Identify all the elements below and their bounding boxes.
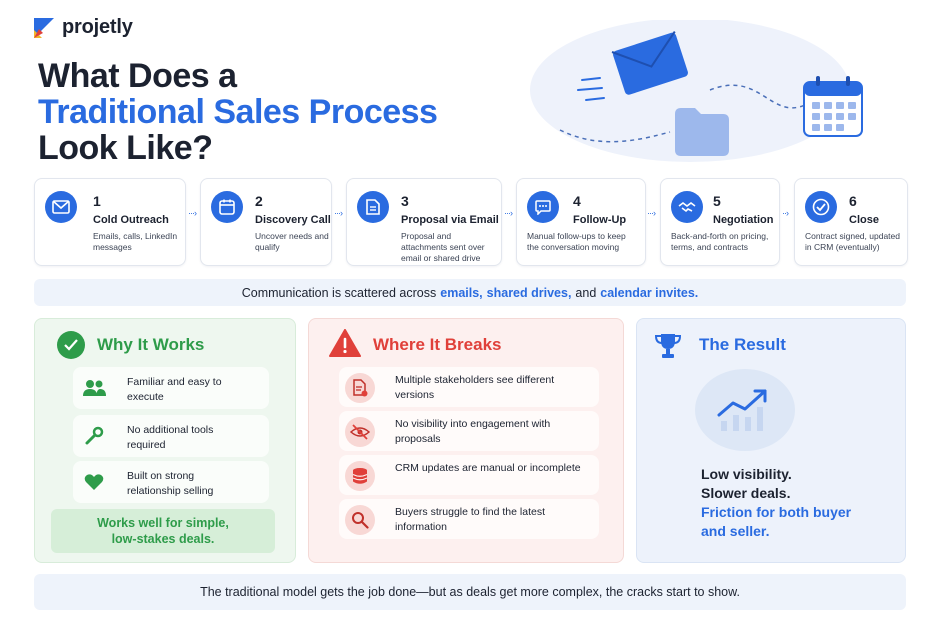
step-proposal-via-email[interactable]: 3 Proposal via Email Proposal and attach… [346,178,502,266]
step-description: Proposal and attachments sent over email… [401,231,485,263]
warning-icon [329,329,361,362]
chart-illustration [695,369,795,451]
step-description: Emails, calls, LinkedIn messages [93,231,178,252]
heart-icon [79,467,109,497]
result-line-4: and seller. [701,523,770,539]
step-number: 4 [573,193,581,209]
footer-banner: The traditional model gets the job done—… [34,574,906,610]
title-line-1: What Does a [38,57,237,95]
check-icon [805,191,837,223]
step-description: Back-and-forth on pricing, terms, and co… [671,231,769,252]
where-it-breaks-panel: Where It Breaks Multiple stakeholders se… [308,318,624,563]
chat-icon [527,191,559,223]
list-item: No additional tools required [73,415,269,457]
title-line-2: Traditional Sales Process [38,93,438,131]
people-icon [79,373,109,403]
list-item: Buyers struggle to find the latest infor… [339,499,599,539]
step-negotiation[interactable]: 5 Negotiation Back-and-forth on pricing,… [660,178,780,266]
banner-highlight-calendar: calendar invites. [600,285,699,300]
document-alert-icon [345,373,375,403]
list-item-text: No additional tools required [127,424,214,451]
list-item: Multiple stakeholders see different vers… [339,367,599,407]
list-item-text: Buyers struggle to find the latest infor… [395,506,545,533]
list-item: Familiar and easy to execute [73,367,269,409]
banner-text-and: and [575,285,597,300]
why-it-works-panel: Why It Works Familiar and easy to execut… [34,318,296,563]
step-name: Follow-Up [573,214,627,226]
step-close[interactable]: 6 Close Contract signed, updated in CRM … [794,178,908,266]
brand-name: projetly [62,16,133,38]
step-cold-outreach[interactable]: 1 Cold Outreach Emails, calls, LinkedIn … [34,178,186,266]
step-number: 2 [255,193,263,209]
step-arrow: ···› [188,208,197,218]
result-line-3: Friction for both buyer [701,504,852,520]
step-description: Uncover needs and qualify [255,231,329,252]
step-number: 3 [401,193,409,209]
step-arrow: ···› [647,208,656,218]
banner-highlight-drives: shared drives, [486,285,572,300]
list-item: CRM updates are manual or incomplete [339,455,599,495]
list-item-text: No visibility into engagement with propo… [395,418,551,445]
trophy-icon [653,331,683,366]
speed-lines-icon [577,77,605,101]
folder-icon [675,108,729,156]
step-name: Close [849,214,879,226]
step-name: Discovery Call [255,214,331,226]
list-item-text: Built on strong relationship selling [127,470,214,497]
banner-text: Communication is scattered across [241,285,437,300]
banner-highlight-emails: emails, [440,285,483,300]
database-icon [345,461,375,491]
note-line-1: Works well for simple, [97,516,229,530]
hero-illustration [530,20,863,162]
step-name: Cold Outreach [93,214,169,226]
list-item: Built on strong relationship selling [73,461,269,503]
page-title: What Does a Traditional Sales Process Lo… [38,57,438,167]
step-arrow: ··› [782,208,789,218]
result-line-1: Low visibility. [701,466,792,482]
panel-title: Why It Works [97,335,205,354]
mail-icon [45,191,77,223]
list-item-text: CRM updates are manual or incomplete [395,462,581,474]
step-number: 5 [713,193,721,209]
logo-icon [34,17,54,38]
works-well-note: Works well for simple, low-stakes deals. [51,509,275,553]
list-item: No visibility into engagement with propo… [339,411,599,451]
calendar-illustration-icon [803,76,863,137]
wrench-icon [79,421,109,451]
panel-title: The Result [699,335,786,354]
document-icon [357,191,389,223]
step-arrow: ···› [504,208,513,218]
checkmark-icon [57,331,85,359]
step-discovery-call[interactable]: 2 Discovery Call Uncover needs and quali… [200,178,332,266]
handshake-icon [671,191,703,223]
step-name: Negotiation [713,214,774,226]
brand-logo[interactable]: projetly [34,16,133,39]
step-name: Proposal via Email [401,214,499,226]
list-item-text: Multiple stakeholders see different vers… [395,374,555,401]
step-description: Contract signed, updated in CRM (eventua… [805,231,900,252]
eye-off-icon [345,417,375,447]
trend-up-icon [717,389,767,431]
footer-text: The traditional model gets the job done—… [200,585,740,599]
envelope-icon [611,31,688,95]
step-arrow: ···› [334,208,343,218]
step-number: 1 [93,193,101,209]
step-follow-up[interactable]: 4 Follow-Up Manual follow-ups to keep th… [516,178,646,266]
result-line-2: Slower deals. [701,485,791,501]
calendar-icon [211,191,243,223]
panel-title: Where It Breaks [373,335,502,354]
communication-banner: Communication is scattered across emails… [34,279,906,306]
title-line-3: Look Like? [38,129,213,167]
result-panel: The Result Low visibility. Slower deals.… [636,318,906,563]
step-number: 6 [849,193,857,209]
note-line-2: low-stakes deals. [111,532,215,546]
step-description: Manual follow-ups to keep the conversati… [527,231,626,252]
search-icon [345,505,375,535]
list-item-text: Familiar and easy to execute [127,376,222,403]
